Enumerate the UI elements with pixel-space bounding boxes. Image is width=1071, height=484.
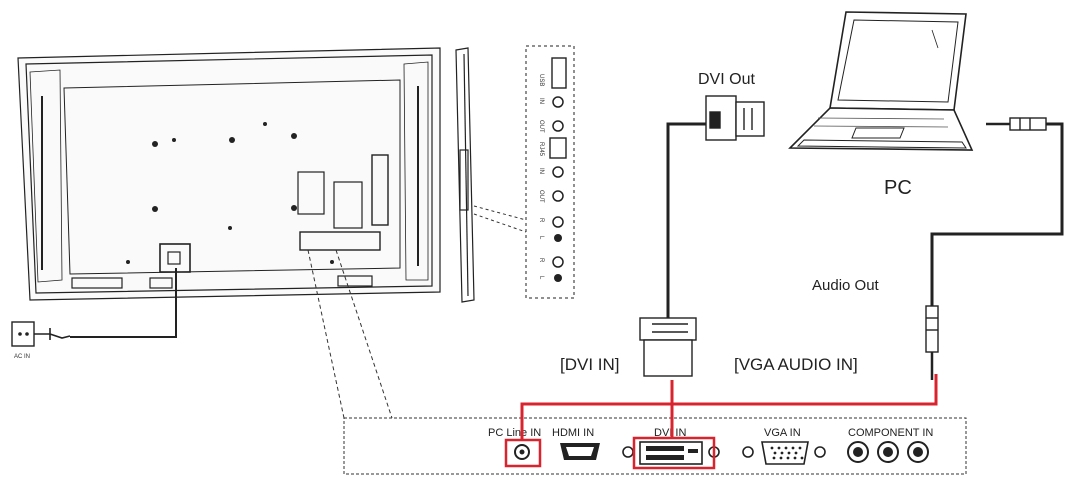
side-port-label: R xyxy=(538,218,544,223)
side-port-label: OUT xyxy=(538,190,544,203)
component-in-label: COMPONENT IN xyxy=(848,427,933,439)
side-port-label: IN xyxy=(538,168,544,174)
side-port-label: USB xyxy=(538,74,544,86)
monitor-rear-view xyxy=(17,47,441,301)
audio-plug-bottom xyxy=(925,305,939,380)
dvi-in-highlight xyxy=(632,436,716,470)
dvi-in-bracket-label: [DVI IN] xyxy=(560,355,620,374)
monitor-side-profile xyxy=(455,47,475,303)
side-port-label: RJ45 xyxy=(538,142,544,157)
ac-in-label: AC IN xyxy=(14,354,30,360)
dvi-out-connector xyxy=(705,95,765,141)
dvi-in-connector xyxy=(639,317,697,377)
dvi-out-label: DVI Out xyxy=(698,71,755,88)
vga-audio-in-bracket-label: [VGA AUDIO IN] xyxy=(734,355,858,374)
audio-cable xyxy=(930,122,1064,306)
audio-out-label: Audio Out xyxy=(812,277,880,294)
side-callout-lines xyxy=(473,205,527,233)
laptop-pc xyxy=(788,11,974,151)
dvi-in-label: DVI IN xyxy=(654,427,686,439)
connector-panel: PC Line IN HDMI IN DVI IN VGA IN COMPONE… xyxy=(343,417,967,475)
side-port-label: OUT xyxy=(538,120,544,133)
pc-label: PC xyxy=(884,177,912,199)
side-port-label: L xyxy=(538,276,544,280)
side-port-label: IN xyxy=(538,98,544,104)
panel-callout-lines xyxy=(307,249,393,419)
highlight-routing xyxy=(520,374,938,440)
pc-line-in-label: PC Line IN xyxy=(488,427,541,439)
ac-in-plug: AC IN xyxy=(11,321,71,360)
side-port-label: L xyxy=(538,236,544,240)
vga-in-label: VGA IN xyxy=(764,427,801,439)
side-port-panel: USB IN OUT RJ45 IN OUT R L R L xyxy=(525,45,575,299)
side-port-label: R xyxy=(538,258,544,263)
hdmi-in-label: HDMI IN xyxy=(552,427,594,439)
dvi-cable xyxy=(666,122,708,320)
ac-power-cable xyxy=(70,268,177,338)
audio-plug-top xyxy=(986,117,1047,131)
